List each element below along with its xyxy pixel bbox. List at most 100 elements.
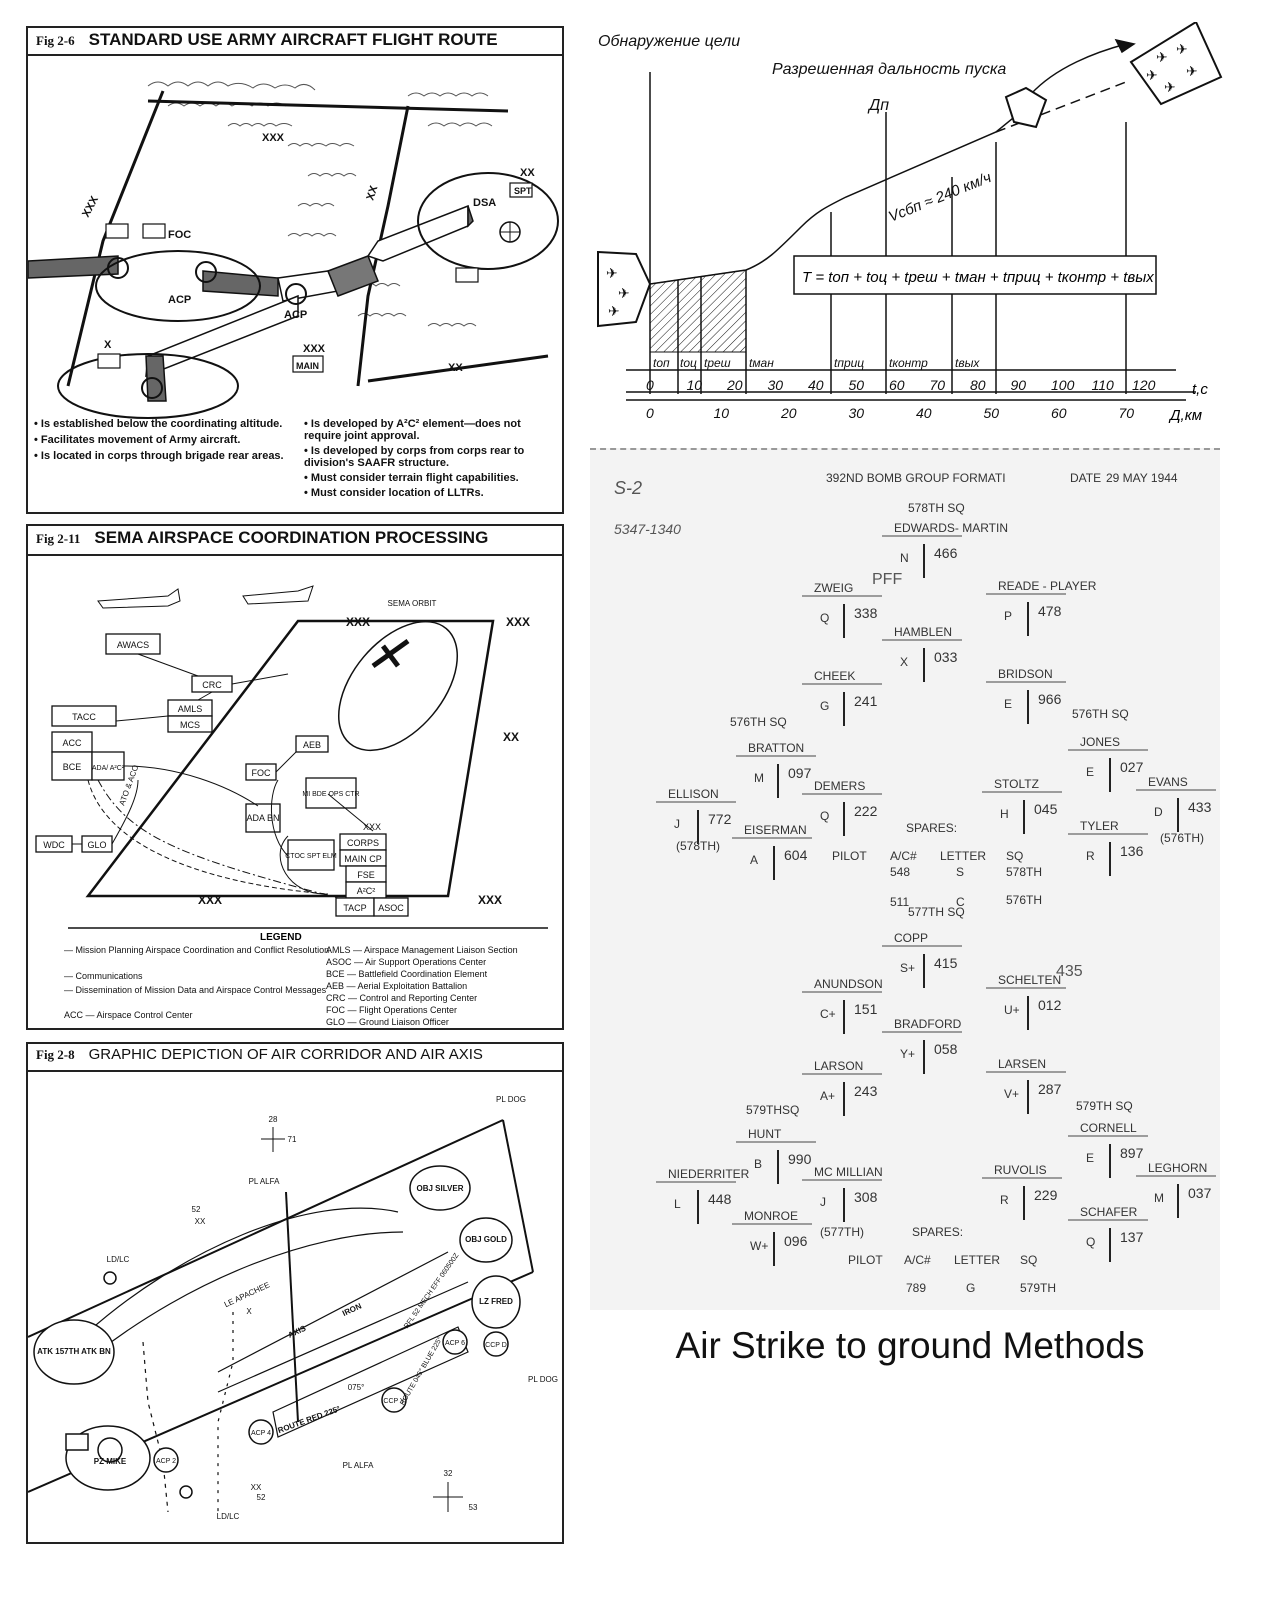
segment-label: tоп <box>653 356 670 370</box>
pilot-name: RUVOLIS <box>994 1163 1047 1177</box>
pilot-name: TYLER <box>1080 819 1119 833</box>
legend-title: LEGEND <box>260 932 302 943</box>
ada-label: ADA/ A²C² <box>92 765 125 772</box>
svg-text:✈: ✈ <box>1186 63 1198 79</box>
acp-6: ACP 6 <box>445 1340 465 1347</box>
spares-head: A/C# <box>890 849 917 863</box>
pilot-name: STOLTZ <box>994 777 1039 791</box>
aircraft-number: 229 <box>1034 1187 1058 1203</box>
pilot-name: EISERMAN <box>744 823 807 837</box>
svg-text:✈: ✈ <box>606 265 618 281</box>
aircraft-number: 027 <box>1120 759 1144 775</box>
boundary-xxx-3: XXX <box>198 893 222 907</box>
legend-item: ACC — Airspace Control Center <box>64 1010 193 1020</box>
aircraft-letter: H <box>1000 807 1009 821</box>
legend-item: — Mission Planning Airspace Coordination… <box>64 945 329 955</box>
aircraft-number: 966 <box>1038 691 1062 707</box>
flight-route-diagram: XXX XXX XX XX SPT DSA FOC ACP ACP XXX MA… <box>27 81 559 419</box>
time-tick-label: 120 <box>1132 377 1156 393</box>
pilot-name: DEMERS <box>814 779 865 793</box>
aircraft-letter: Q <box>820 809 829 823</box>
ccp-y: CCP Y <box>383 1398 404 1405</box>
time-unit: t,c <box>1192 381 1208 398</box>
spares-cell: 579TH <box>1020 1281 1056 1295</box>
grid-53: 53 <box>469 1503 478 1512</box>
obj-gold: OBJ GOLD <box>465 1235 507 1244</box>
date-value: 29 MAY 1944 <box>1106 471 1178 485</box>
acp-2: ACP 2 <box>156 1458 176 1465</box>
spares-label: SPARES: <box>912 1225 963 1239</box>
target-group <box>1129 20 1223 106</box>
iron-label: IRON <box>341 1301 363 1318</box>
pilot-name: LARSEN <box>998 1057 1046 1071</box>
boundary-xxx-1: XXX <box>346 615 370 629</box>
aircraft-letter: E <box>1086 1151 1094 1165</box>
segment-label: tреш <box>704 356 731 370</box>
crc-label: CRC <box>202 680 222 690</box>
legend-item: ASOC — Air Support Operations Center <box>326 957 486 967</box>
distance-tick-label: 70 <box>1119 405 1135 421</box>
aircraft-number: 151 <box>854 1001 878 1017</box>
aircraft-number: 338 <box>854 605 878 621</box>
pilot-name: READE - PLAYER <box>998 579 1097 593</box>
bullet-item: • Facilitates movement of Army aircraft. <box>34 434 241 446</box>
unit-note: (578TH) <box>676 839 720 853</box>
formation-sheet: 392ND BOMB GROUP FORMATI DATE 29 MAY 194… <box>590 448 1220 1310</box>
pilot-name: BRATTON <box>748 741 804 755</box>
pilot-name: LEGHORN <box>1148 1161 1207 1175</box>
squadron-label: 576TH SQ <box>1072 707 1129 721</box>
segment-label: tприц <box>834 356 864 370</box>
ccp-d: CCP D <box>485 1342 507 1349</box>
aircraft-letter: D <box>1154 805 1163 819</box>
aircraft-letter: Q <box>820 611 829 625</box>
aircraft-number: 604 <box>784 847 808 863</box>
sema-diagram: AWACS CRC AMLS MCS TACC ACC BCE ADA/ A²C… <box>35 585 548 1027</box>
bullet-item: • Is located in corps through brigade re… <box>34 450 284 462</box>
boundary-xxx-4: XXX <box>478 893 502 907</box>
pilot-name: JONES <box>1080 735 1120 749</box>
svg-text:✈: ✈ <box>618 285 630 301</box>
mcs-label: MCS <box>180 720 200 730</box>
pilot-name: MC MILLIAN <box>814 1165 883 1179</box>
spares-head: PILOT <box>848 1253 883 1267</box>
distance-tick-label: 30 <box>849 405 865 421</box>
aircraft-number: 772 <box>708 811 732 827</box>
time-tick-label: 70 <box>930 377 946 393</box>
time-tick-label: 110 <box>1092 377 1115 393</box>
aircraft-number: 137 <box>1120 1229 1144 1245</box>
segment-label: tконтр <box>889 356 928 370</box>
sema-orbit-label: SEMA ORBIT <box>388 599 437 608</box>
aircraft-letter: E <box>1004 697 1012 711</box>
time-tick-label: 90 <box>1011 377 1027 393</box>
legend-item: BCE — Battlefield Coordination Element <box>326 969 488 979</box>
pilot-name: COPP <box>894 931 928 945</box>
aircraft-letter: A+ <box>820 1089 835 1103</box>
pl-alfa-1: PL ALFA <box>249 1177 281 1186</box>
fig-2-8-heading: GRAPHIC DEPICTION OF AIR CORRIDOR AND AI… <box>88 1046 483 1063</box>
label-xx-2: XX <box>251 1483 262 1492</box>
spares-label: SPARES: <box>906 821 957 835</box>
aircraft-letter: A <box>750 853 758 867</box>
handwritten-note: PFF <box>872 571 902 588</box>
spares-head: PILOT <box>832 849 867 863</box>
label-xx-1: XX <box>195 1217 206 1226</box>
label-52: 52 <box>192 1205 201 1214</box>
pilot-name: ANUNDSON <box>814 977 883 991</box>
air-corridor-diagram: 28 71 PL DOG PL ALFA OBJ SILVER OBJ GOLD… <box>27 1095 558 1521</box>
label-foc: FOC <box>168 229 191 241</box>
aircraft-letter: L <box>674 1197 681 1211</box>
squadron-label: 578TH SQ <box>908 501 965 515</box>
fig-2-11-heading: SEMA AIRSPACE COORDINATION PROCESSING <box>94 528 489 547</box>
target-detection-label: Обнаружение цели <box>598 33 740 50</box>
route-blue: ROUTE 045° BLUE 225° <box>398 1335 444 1406</box>
fig-2-6-bullets-left: • Is established below the coordinating … <box>34 418 296 462</box>
awacs-label: AWACS <box>117 640 149 650</box>
page-caption: Air Strike to ground Methods <box>675 1325 1145 1366</box>
aircraft-number: 448 <box>708 1191 732 1207</box>
fig-2-6-body: XXX XXX XX XX SPT DSA FOC ACP ACP XXX MA… <box>27 54 562 512</box>
bullet-item: • Is established below the coordinating … <box>34 418 283 430</box>
aircraft-letter: V+ <box>1004 1087 1019 1101</box>
aircraft-number: 136 <box>1120 843 1144 859</box>
dp-label: Дп <box>867 97 889 114</box>
